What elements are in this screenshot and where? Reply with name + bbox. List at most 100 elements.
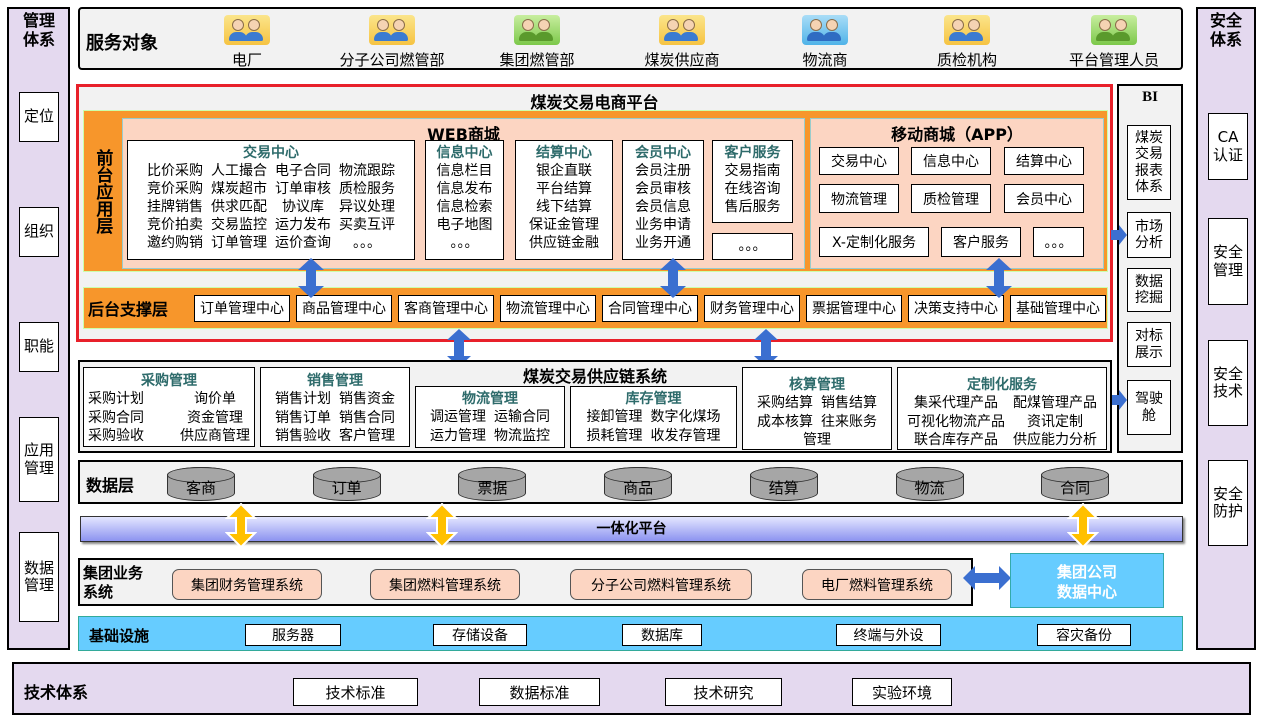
bi-item[interactable]: 驾驶舱 [1127,380,1171,435]
info-center-item[interactable]: 信息检索 [436,199,493,215]
member-center-item[interactable]: 业务开通 [635,235,691,251]
settle-center-item[interactable]: 供应链金融 [529,235,599,251]
info-center[interactable]: 信息中心信息栏目信息发布信息检索电子地图。。。 [425,140,504,260]
trade-center-item[interactable]: 挂牌销售 [147,199,203,215]
purchase-item[interactable]: 供应商管理 [180,428,250,444]
group-system[interactable]: 集团财务管理系统 [172,569,322,600]
trade-center-item[interactable]: 人工撮合 [211,163,267,179]
group-system[interactable]: 分子公司燃料管理系统 [570,569,752,600]
trade-center-item[interactable]: 竞价采购 [147,181,203,197]
security-item[interactable]: 安全防护 [1208,460,1248,546]
back-support-item[interactable]: 合同管理中心 [602,294,698,322]
accounting-mgmt[interactable]: 核算管理采购结算销售结算成本核算往来账务管理 [742,367,892,450]
logistics-item[interactable]: 物流监控 [494,427,550,444]
inventory-item[interactable]: 接卸管理 [586,409,643,425]
service-item[interactable]: 平台管理人员 [1049,15,1179,70]
inventory-item[interactable]: 损耗管理 [586,427,643,444]
infra-item[interactable]: 服务器 [245,624,341,646]
database-cylinder[interactable]: 物流 [895,467,964,501]
infra-item[interactable]: 数据库 [622,624,702,646]
accounting-item[interactable]: 管理 [803,432,831,448]
accounting-item[interactable]: 成本核算 [757,413,813,430]
settle-center-item[interactable]: 线下结算 [536,199,592,215]
back-support-item[interactable]: 物流管理中心 [500,294,596,322]
back-support-item[interactable]: 决策支持中心 [908,294,1004,322]
app-item[interactable]: 质检管理 [911,184,991,213]
group-data-center[interactable]: 集团公司数据中心 [1010,553,1164,608]
trade-center-item[interactable]: 协议库 [282,199,324,215]
database-cylinder[interactable]: 订单 [312,467,381,501]
infra-item[interactable]: 存储设备 [433,624,527,646]
security-item[interactable]: 安全管理 [1208,218,1248,305]
inventory-item[interactable]: 收发存管理 [650,427,721,444]
app-item[interactable]: 客户服务 [941,227,1021,257]
back-support-item[interactable]: 商品管理中心 [296,294,392,322]
bi-item[interactable]: 市场分析 [1127,212,1171,258]
info-center-item[interactable]: 。。。 [450,235,479,251]
purchase-item[interactable]: 采购计划 [88,391,144,407]
member-center-item[interactable]: 业务申请 [635,217,691,233]
trade-center-item[interactable]: 交易监控 [211,217,267,233]
trade-center-item[interactable]: 运力发布 [275,217,331,233]
purchase-mgmt[interactable]: 采购管理采购计划询价单采购合同资金管理采购验收供应商管理 [83,367,255,447]
settle-center[interactable]: 结算中心银企直联平台结算线下结算保证金管理供应链金融 [515,140,613,260]
trade-center-item[interactable]: 电子合同 [275,163,331,179]
purchase-item[interactable]: 资金管理 [187,409,243,426]
database-cylinder[interactable]: 商品 [604,467,673,501]
management-item[interactable]: 定位 [19,92,59,142]
custom-service-item[interactable]: 配煤管理产品 [1013,395,1097,411]
custom-service-item[interactable]: 集采代理产品 [914,395,998,411]
trade-center-item[interactable]: 竞价拍卖 [147,217,203,233]
customer-service-item[interactable]: 在线咨询 [724,181,781,197]
app-item[interactable]: 。。。 [1033,227,1084,257]
trade-center-item[interactable]: 煤炭超市 [211,181,267,197]
customer-service-item[interactable]: 交易指南 [724,163,781,179]
service-item[interactable]: 分子公司燃管部 [327,15,457,70]
group-system[interactable]: 集团燃料管理系统 [370,569,520,600]
customer-service[interactable]: 客户服务交易指南在线咨询售后服务 [712,140,793,223]
trade-center-item[interactable]: 。。。 [353,235,381,251]
settle-center-item[interactable]: 平台结算 [536,181,592,197]
tech-item[interactable]: 数据标准 [479,678,600,706]
trade-center-item[interactable]: 订单审核 [275,181,331,197]
app-item[interactable]: X-定制化服务 [819,227,929,257]
inventory-item[interactable]: 数字化煤场 [650,409,721,425]
accounting-item[interactable]: 销售结算 [821,395,877,411]
sales-item[interactable]: 客户管理 [339,428,395,444]
service-item[interactable]: 质检机构 [902,15,1032,70]
web-more[interactable]: 。。。 [712,233,793,260]
app-item[interactable]: 结算中心 [1004,147,1084,175]
back-support-item[interactable]: 订单管理中心 [194,294,290,322]
database-cylinder[interactable]: 结算 [749,467,818,501]
accounting-item[interactable]: 采购结算 [757,395,813,411]
custom-service-item[interactable]: 供应能力分析 [1013,432,1097,448]
info-center-item[interactable]: 电子地图 [436,217,493,233]
management-item[interactable]: 组织 [19,207,59,257]
service-item[interactable]: 集团燃管部 [472,15,602,70]
member-center[interactable]: 会员中心会员注册会员审核会员信息业务申请业务开通 [622,140,704,260]
purchase-item[interactable]: 询价单 [194,391,236,407]
sales-item[interactable]: 销售计划 [275,391,331,407]
custom-service[interactable]: 定制化服务集采代理产品配煤管理产品可视化物流产品资讯定制联合库存产品供应能力分析 [897,367,1107,450]
logistics-item[interactable]: 调运管理 [430,409,486,425]
logistics-item[interactable]: 运输合同 [494,409,550,425]
sales-item[interactable]: 销售验收 [275,428,331,444]
back-support-item[interactable]: 客商管理中心 [398,294,494,322]
info-center-item[interactable]: 信息发布 [436,181,493,197]
trade-center-item[interactable]: 供求匹配 [211,199,267,215]
bi-item[interactable]: 对标展示 [1127,322,1171,367]
security-item[interactable]: CA认证 [1208,113,1248,180]
member-center-item[interactable]: 会员审核 [635,181,691,197]
service-item[interactable]: 电厂 [182,15,312,70]
management-item[interactable]: 职能 [19,322,59,372]
tech-item[interactable]: 技术研究 [665,678,782,706]
infra-item[interactable]: 终端与外设 [836,624,941,646]
sales-item[interactable]: 销售资金 [339,391,395,407]
custom-service-item[interactable]: 可视化物流产品 [907,413,1005,430]
trade-center-item[interactable]: 异议处理 [339,199,395,215]
app-item[interactable]: 会员中心 [1004,184,1084,213]
trade-center-item[interactable]: 运价查询 [275,235,331,251]
sales-item[interactable]: 销售订单 [275,409,331,426]
trade-center-item[interactable]: 质检服务 [339,181,395,197]
database-cylinder[interactable]: 票据 [458,467,527,501]
